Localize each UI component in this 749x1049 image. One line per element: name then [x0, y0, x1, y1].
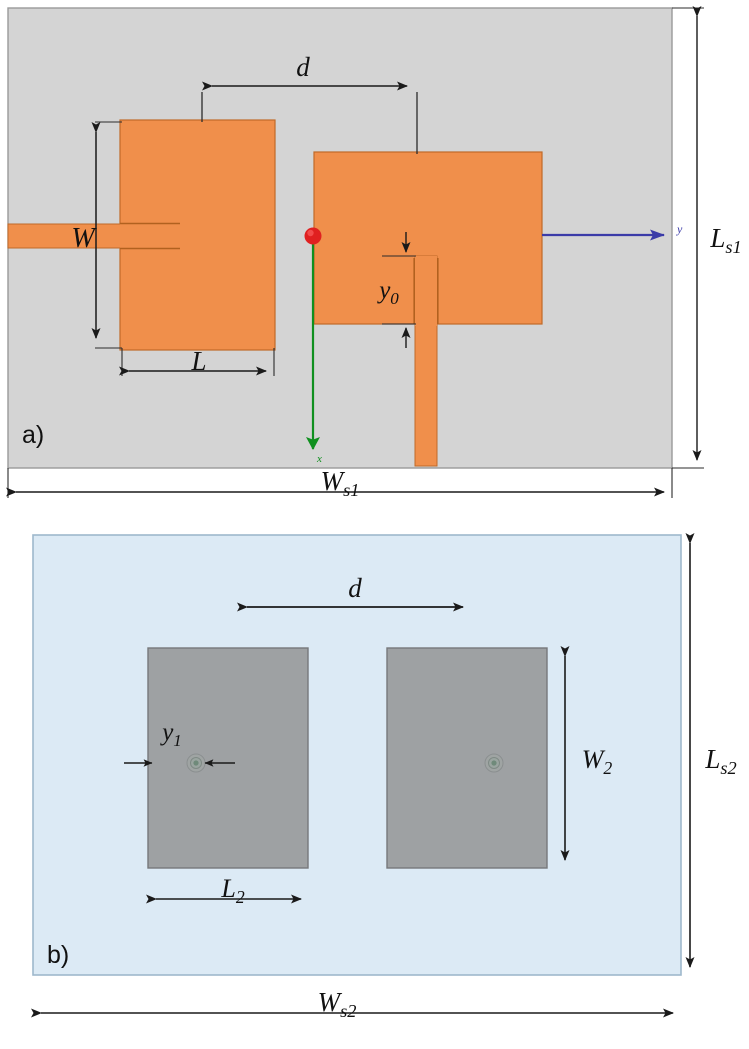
panel-b-right-patch	[386, 647, 548, 869]
panel-a-feed-left-inset-strip	[120, 224, 180, 248]
panel-a-right-inset-slot	[413, 258, 439, 324]
panel-a-axis-label-y: y	[676, 222, 683, 236]
panel-a-caption: a)	[22, 421, 44, 449]
panel-b-probe-left	[186, 753, 206, 773]
panel-b-label-d: d	[348, 573, 362, 603]
panel-b-caption: b)	[47, 941, 69, 969]
panel-a-origin-marker	[304, 227, 322, 245]
panel-b: d y1 W2 L2 Ls2 Ws2 b)	[31, 533, 737, 1021]
panel-a-feed-right-inset-strip	[415, 256, 437, 326]
panel-b-label-L2: L2	[220, 874, 244, 907]
panel-a-label-d: d	[296, 52, 310, 82]
panel-b-probe-right	[484, 753, 504, 773]
panel-a-axis-label-x: x	[316, 453, 322, 465]
panel-a-label-W: W	[71, 223, 97, 254]
panel-a-left-inset-slot	[120, 222, 180, 250]
panel-a-origin-marker-highlight	[307, 229, 314, 237]
panel-a: d W L y0 y x Ws1 Ls1	[6, 6, 742, 500]
panel-a-label-L: L	[190, 346, 206, 376]
panel-b-left-patch	[147, 647, 309, 869]
